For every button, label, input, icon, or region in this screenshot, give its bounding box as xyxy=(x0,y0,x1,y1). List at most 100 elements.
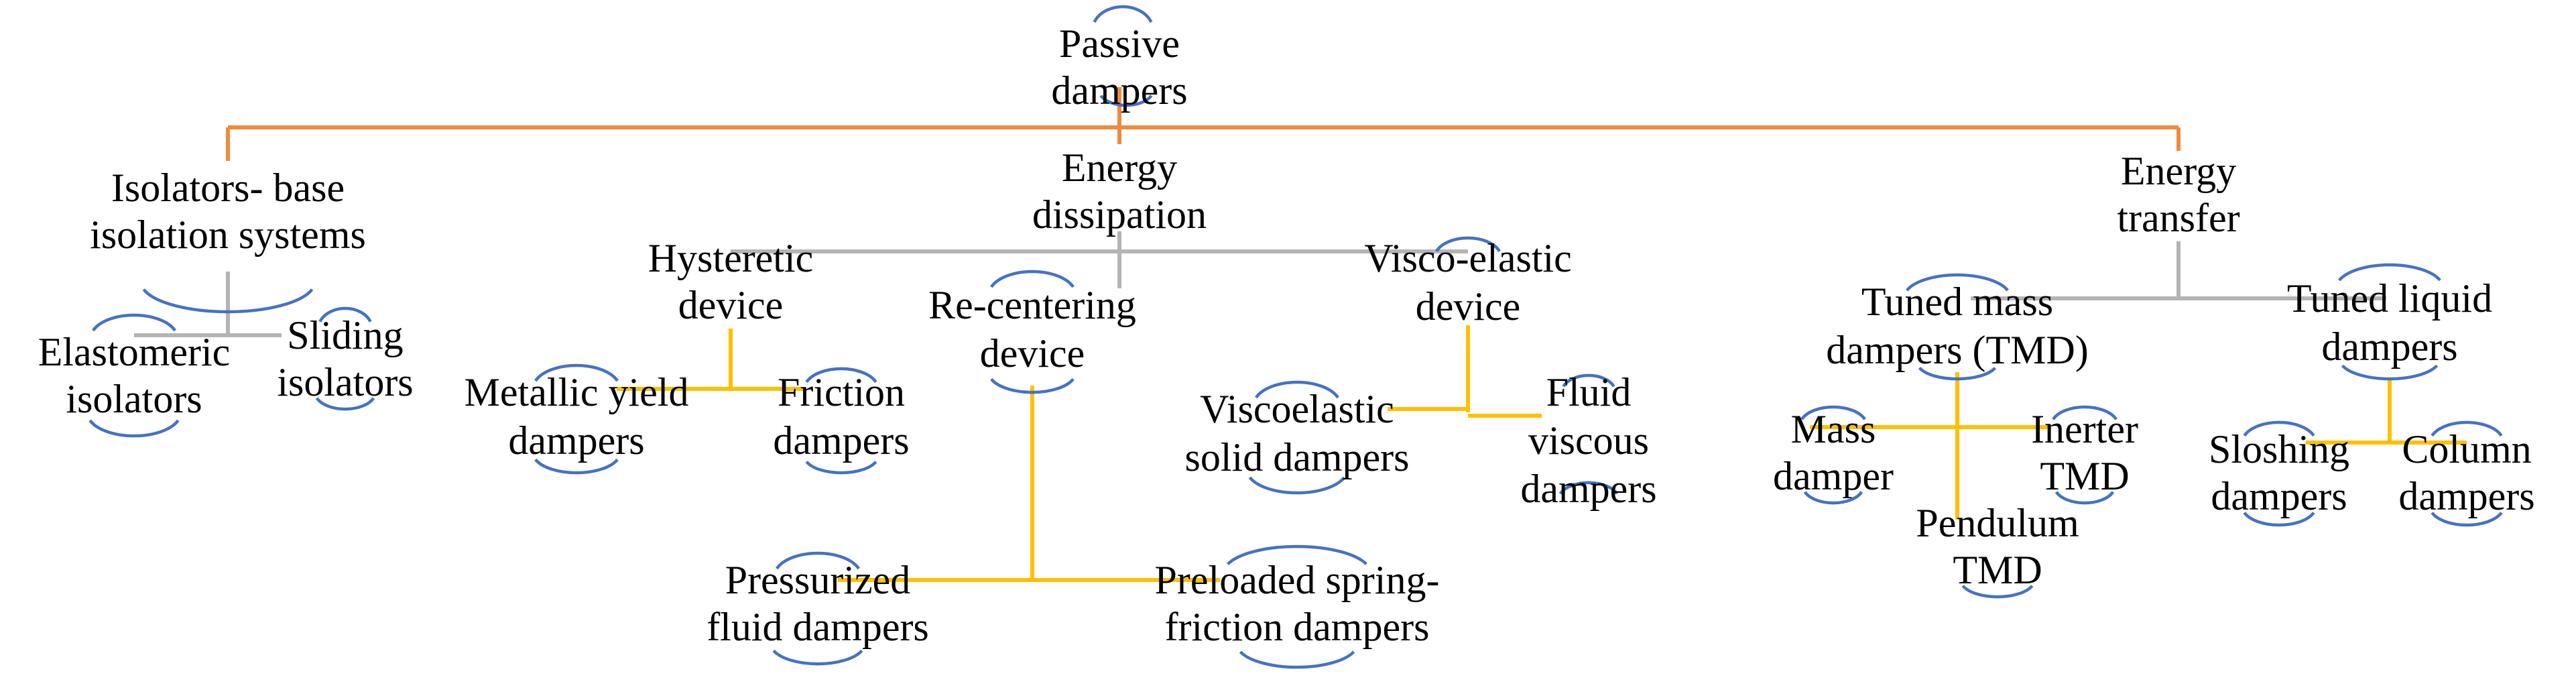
node-label-line: dampers xyxy=(773,418,909,463)
pressurized-top-arc xyxy=(776,551,860,570)
node-label-line: Isolators- base xyxy=(111,166,345,210)
tmd-bottom-arc xyxy=(1918,367,1997,381)
node-label-line: Viscoelastic xyxy=(1200,387,1394,431)
node-label-line: Mass xyxy=(1791,407,1876,451)
isolators-arc xyxy=(142,288,314,314)
node-label-line: friction dampers xyxy=(1165,605,1430,649)
node-label-line: Tuned liquid xyxy=(2287,276,2492,321)
node-label-line: device xyxy=(678,283,784,327)
inerter-top-arc xyxy=(2052,405,2118,420)
node-label-line: Sloshing xyxy=(2209,427,2349,471)
node-label-line: Preloaded spring- xyxy=(1155,558,1440,602)
connectors xyxy=(134,87,2467,582)
friction-bottom-arc xyxy=(805,461,877,475)
fluid-viscous-bottom-arc xyxy=(1558,481,1619,495)
node-label-line: device xyxy=(1416,284,1521,329)
viscoelastic-device-top-arc xyxy=(1435,236,1501,252)
pressurized-bottom-arc xyxy=(772,649,863,666)
node-label-line: transfer xyxy=(2117,196,2240,240)
node-label-line: dampers xyxy=(1051,68,1187,113)
node-label-line: Elastomeric xyxy=(38,330,231,374)
node-preloaded: Preloaded spring-friction dampers xyxy=(1155,558,1440,649)
node-label-line: dampers xyxy=(2398,474,2534,518)
node-label-line: dampers xyxy=(2211,474,2347,518)
preloaded-bottom-arc xyxy=(1239,650,1355,669)
node-label-line: Passive xyxy=(1059,21,1180,66)
sloshing-top-arc xyxy=(2243,420,2315,437)
node-arcs xyxy=(88,5,2503,669)
friction-top-arc xyxy=(805,367,877,384)
sliding-bottom-arc xyxy=(315,397,375,411)
node-label-line: Metallic yield xyxy=(465,370,689,414)
node-label-line: TMD xyxy=(1953,548,2042,592)
node-label-line: Column xyxy=(2402,427,2531,471)
node-label-line: solid dampers xyxy=(1185,435,1410,479)
tmd-top-arc xyxy=(1906,273,2009,292)
pendulum-bottom-arc xyxy=(1961,585,2034,599)
elastomeric-top-arc xyxy=(92,313,176,332)
metallic-bottom-arc xyxy=(534,458,619,475)
node-label-line: device xyxy=(980,331,1085,375)
column-bottom-arc xyxy=(2431,512,2503,527)
node-label-line: isolators xyxy=(66,377,202,421)
fluid-viscous-top-arc xyxy=(1562,373,1615,388)
node-label-line: dampers xyxy=(1520,467,1656,511)
column-top-arc xyxy=(2431,420,2503,437)
root-bottom-arc xyxy=(1099,95,1153,107)
node-label-line: Hysteretic xyxy=(648,236,814,280)
node-label-line: viscous xyxy=(1528,418,1649,463)
node-label-line: fluid dampers xyxy=(707,605,929,649)
elastomeric-bottom-arc xyxy=(88,419,180,438)
node-label-line: Energy xyxy=(2121,149,2236,193)
inerter-bottom-arc xyxy=(2054,491,2115,505)
preloaded-top-arc xyxy=(1227,544,1367,565)
node-label-line: damper xyxy=(1773,454,1894,498)
tld-top-arc xyxy=(2338,263,2441,282)
sloshing-bottom-arc xyxy=(2243,512,2315,527)
viscoelastic-solid-bottom-arc xyxy=(1248,476,1346,495)
root-top-arc xyxy=(1093,5,1153,23)
node-label-line: Energy xyxy=(1062,146,1177,190)
node-label-line: TMD xyxy=(2040,454,2129,498)
node-label-line: isolators xyxy=(277,360,413,404)
node-label-line: Fluid xyxy=(1546,370,1632,414)
recentering-bottom-arc xyxy=(990,378,1075,394)
node-label-line: Inerter xyxy=(2031,407,2138,451)
recentering-top-arc xyxy=(990,270,1075,288)
node-label-line: dissipation xyxy=(1032,192,1207,237)
node-label-line: dampers xyxy=(508,418,644,463)
node-label-line: Pressurized xyxy=(725,558,911,602)
node-label-line: Sliding xyxy=(287,313,403,357)
node-label-line: dampers (TMD) xyxy=(1826,328,2089,372)
node-label-line: isolation systems xyxy=(90,213,366,257)
mass-damper-bottom-arc xyxy=(1803,491,1863,505)
viscoelastic-solid-top-arc xyxy=(1255,380,1339,399)
node-label-line: Visco-elastic xyxy=(1364,236,1572,280)
mass-damper-top-arc xyxy=(1800,405,1866,420)
node-label-line: Friction xyxy=(778,370,905,414)
sliding-top-arc xyxy=(318,306,372,323)
node-label-line: Tuned mass xyxy=(1861,280,2053,324)
